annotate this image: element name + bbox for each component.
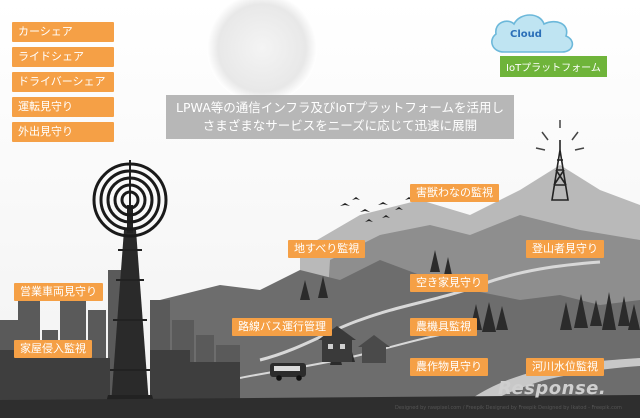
label-crop-watch: 農作物見守り xyxy=(410,358,488,376)
label-landslide: 地すべり監視 xyxy=(288,240,366,258)
label-sales-vehicle: 営業車両見守り xyxy=(14,283,103,301)
sun-shape xyxy=(207,0,317,103)
label-climber-watch: 登山者見守り xyxy=(526,240,604,258)
cloud-icon xyxy=(491,14,574,53)
iot-platform-tag: IoTプラットフォーム xyxy=(500,56,607,77)
service-driver-sharing: ドライバーシェア xyxy=(12,72,114,92)
service-ride-sharing: ライドシェア xyxy=(12,47,114,67)
label-home-intrusion: 家屋侵入監視 xyxy=(14,340,92,358)
image-credit: Designed by rawpixel.com / Freepik Desig… xyxy=(395,405,622,411)
service-driving-watch: 運転見守り xyxy=(12,97,114,117)
farm-house xyxy=(358,335,390,363)
label-bus-operation: 路線バス運行管理 xyxy=(232,318,332,336)
label-farm-machinery: 農機具監視 xyxy=(410,318,477,336)
service-car-sharing: カーシェア xyxy=(12,22,114,42)
service-outing-watch: 外出見守り xyxy=(12,122,114,142)
label-wildlife-trap: 害獣わなの監視 xyxy=(410,184,499,202)
response-watermark: Response. xyxy=(498,378,607,399)
vacant-house xyxy=(318,326,356,362)
label-river-level: 河川水位監視 xyxy=(526,358,604,376)
birds-icon xyxy=(340,197,413,222)
signal-waves-icon xyxy=(92,162,168,238)
tower-signal-icon xyxy=(535,120,585,151)
headline-line-2: さまざまなサービスをニーズに応じて迅速に展開 xyxy=(202,118,478,133)
label-vacant-house: 空き家見守り xyxy=(410,274,488,292)
headline-box: LPWA等の通信インフラ及びIoTプラットフォームを活用し さまざまなサービスを… xyxy=(166,95,514,139)
headline-line-1: LPWA等の通信インフラ及びIoTプラットフォームを活用し xyxy=(176,100,504,115)
bus-icon xyxy=(270,363,306,381)
mountain-radio-tower xyxy=(551,140,569,201)
cloud-label: Cloud xyxy=(510,29,542,40)
